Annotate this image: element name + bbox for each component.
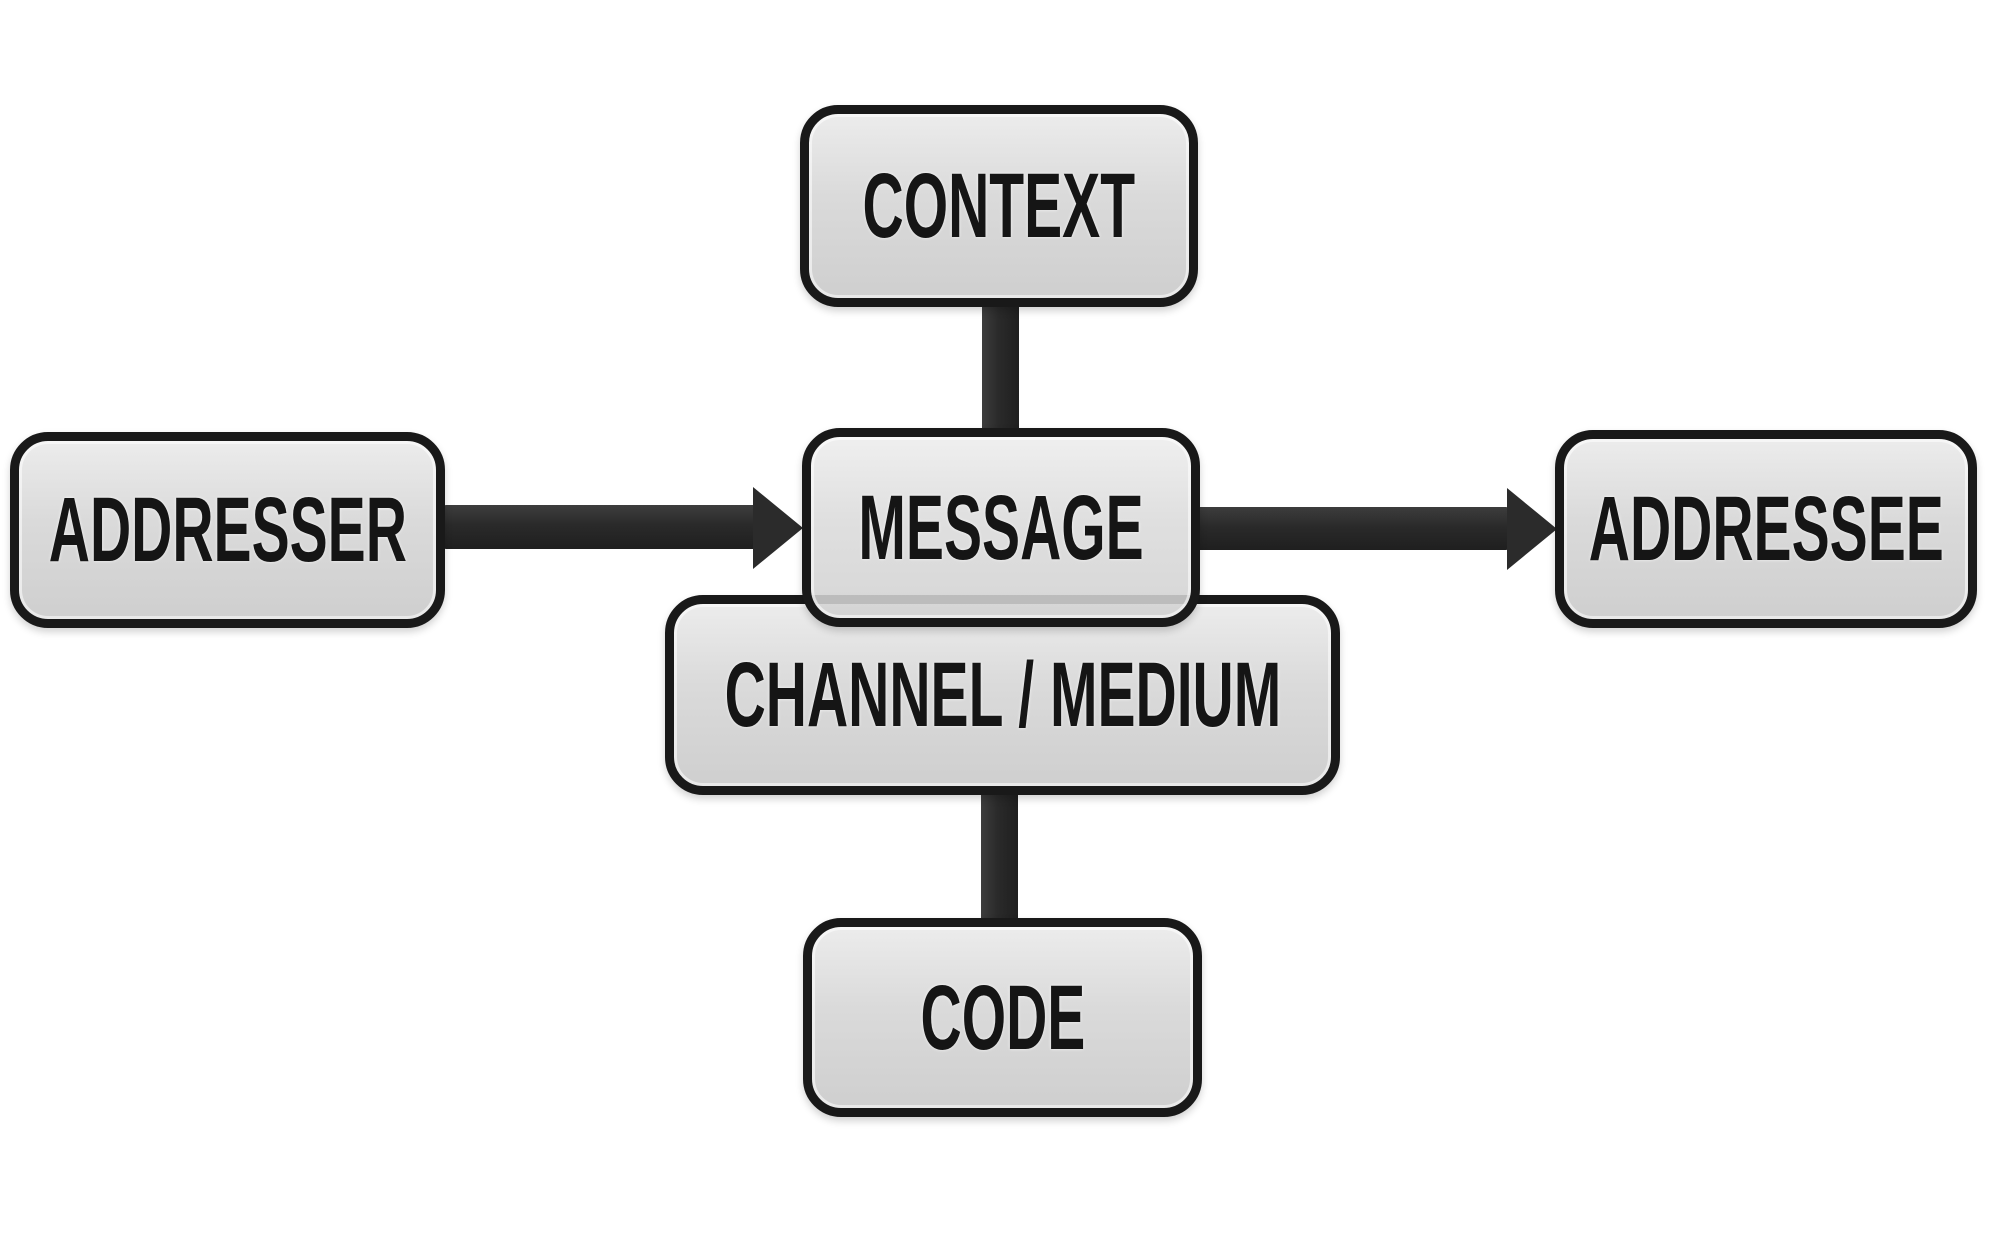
arrowhead-into-message-icon [753, 487, 803, 569]
node-code: CODE [803, 918, 1202, 1117]
node-addresser-label: ADDRESSER [48, 479, 407, 581]
node-addressee: ADDRESSEE [1555, 430, 1977, 628]
node-channel-medium-label: CHANNEL / MEDIUM [724, 644, 1281, 746]
connector-message-addressee [1197, 507, 1509, 550]
node-message-label: MESSAGE [858, 476, 1144, 579]
arrowhead-into-addressee-icon [1507, 488, 1557, 570]
node-channel-medium: CHANNEL / MEDIUM [665, 595, 1340, 795]
node-context: CONTEXT [800, 105, 1198, 307]
node-addresser: ADDRESSER [10, 432, 445, 628]
connector-channel-code [981, 792, 1018, 928]
node-context-label: CONTEXT [862, 155, 1136, 257]
node-addressee-label: ADDRESSEE [1588, 478, 1944, 580]
connector-addresser-message [443, 505, 760, 549]
node-code-label: CODE [920, 966, 1085, 1069]
node-message: MESSAGE [802, 428, 1200, 627]
connector-context-message [982, 303, 1019, 437]
